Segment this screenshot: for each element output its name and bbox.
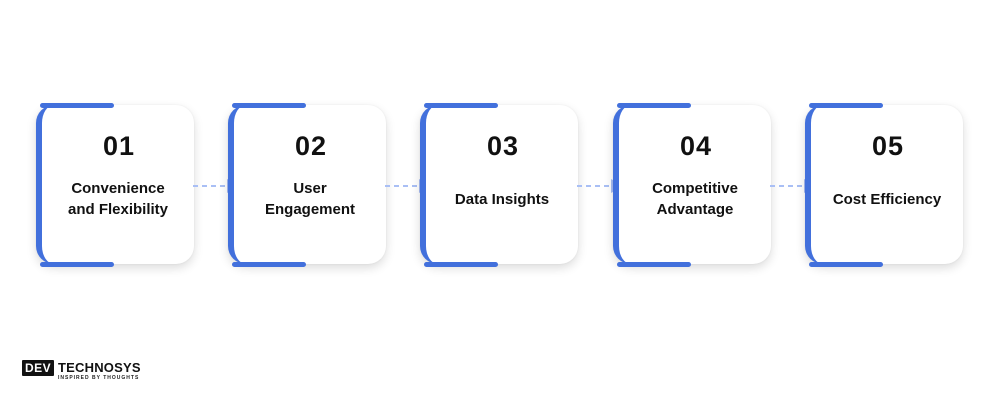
logo-name: TECHNOSYS	[58, 360, 141, 375]
accent-bar-bottom	[40, 262, 114, 267]
accent-bar-top	[232, 103, 306, 108]
accent-bar-top	[40, 103, 114, 108]
accent-bar-top	[617, 103, 691, 108]
logo-mark: DEV	[22, 360, 55, 376]
step-number: 01	[102, 131, 136, 161]
logo-tagline: INSPIRED BY THOUGHTS	[58, 375, 140, 381]
step-card	[36, 105, 194, 264]
step-01: 01 Convenience and Flexibility	[36, 101, 196, 267]
step-label: Cost Efficiency	[832, 190, 942, 208]
step-05: 05 Cost Efficiency	[805, 101, 965, 267]
step-label: Convenience and Flexibility	[67, 180, 169, 218]
brand-logo: DEV TECHNOSYS INSPIRED BY THOUGHTS	[22, 360, 142, 382]
step-label: User Engagement	[264, 180, 355, 218]
step-card	[228, 105, 386, 264]
step-04: 04 Competitive Advantage	[613, 101, 773, 267]
accent-bar-bottom	[617, 262, 691, 267]
step-number: 04	[679, 131, 713, 161]
step-03: 03 Data Insights	[420, 101, 580, 267]
accent-bar-top	[424, 103, 498, 108]
step-card	[420, 105, 578, 264]
accent-bar-bottom	[424, 262, 498, 267]
step-number: 05	[871, 131, 905, 161]
step-card	[613, 105, 771, 264]
step-number: 03	[486, 131, 520, 161]
step-card	[805, 105, 963, 264]
step-label: Data Insights	[454, 190, 550, 208]
step-label: Competitive Advantage	[652, 180, 738, 218]
step-number: 02	[294, 131, 328, 161]
accent-bar-top	[809, 103, 883, 108]
accent-bar-bottom	[232, 262, 306, 267]
accent-bar-bottom	[809, 262, 883, 267]
step-02: 02 User Engagement	[228, 101, 388, 267]
